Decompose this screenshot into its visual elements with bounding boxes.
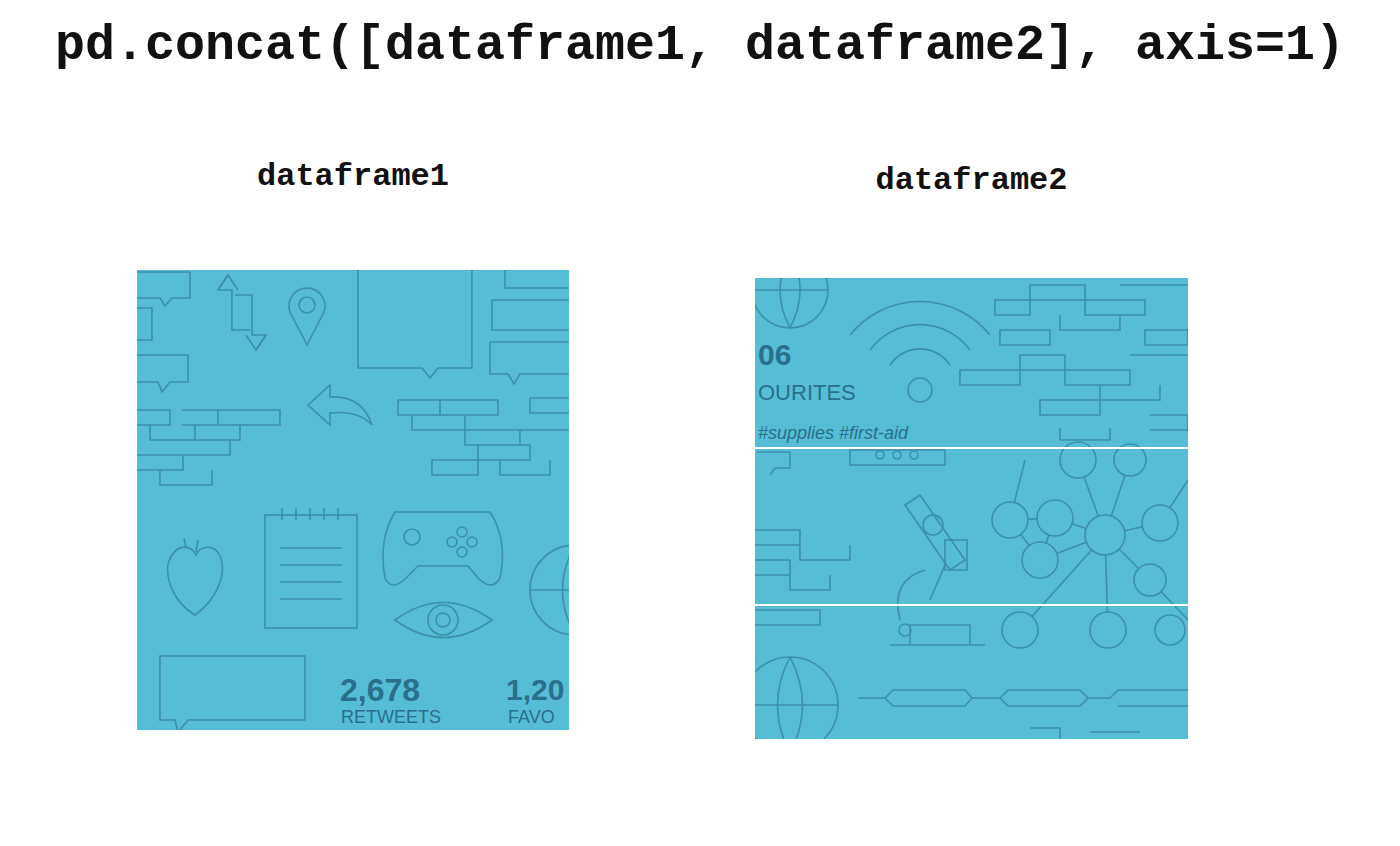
pattern-square-shape bbox=[235, 295, 266, 350]
pattern-square-shape bbox=[218, 275, 238, 290]
pattern-square-shape bbox=[923, 515, 943, 535]
pattern-square-shape bbox=[505, 270, 569, 288]
pattern-square-shape bbox=[1155, 615, 1185, 645]
illustration-text: RETWEETS bbox=[341, 707, 441, 728]
pattern-square-shape bbox=[1030, 728, 1140, 739]
dataframe-label: dataframe1 bbox=[137, 158, 569, 196]
pattern-square-shape bbox=[755, 604, 1188, 606]
code-title: pd.concat([dataframe1, dataframe2], axis… bbox=[0, 16, 1400, 76]
pattern-square-shape bbox=[1037, 500, 1073, 536]
pattern-square-shape bbox=[755, 657, 838, 739]
pattern-square-shape bbox=[282, 508, 338, 520]
pattern-square-shape bbox=[457, 527, 467, 537]
illustration-text: FAVO bbox=[508, 707, 555, 728]
pattern-square-shape bbox=[755, 278, 1188, 739]
pattern-square-shape bbox=[1085, 515, 1125, 555]
pattern-square-shape bbox=[436, 613, 450, 627]
pattern-square-shape bbox=[289, 288, 325, 345]
pattern-square-shape bbox=[755, 657, 838, 739]
pattern-square-shape bbox=[398, 398, 569, 475]
pattern-square-shape bbox=[992, 502, 1028, 538]
pattern-square-shape bbox=[137, 410, 280, 485]
pattern-square-shape bbox=[858, 690, 1188, 706]
pattern-square-shape bbox=[1090, 612, 1126, 648]
illustration-text: 06 bbox=[758, 338, 791, 373]
pattern-square-shape bbox=[890, 349, 950, 365]
pattern-square-shape bbox=[850, 302, 990, 335]
pattern-square-shape bbox=[1022, 542, 1058, 578]
pattern-square-shape bbox=[184, 538, 198, 552]
pattern-square-shape bbox=[137, 272, 190, 306]
pattern-square-shape bbox=[870, 325, 970, 350]
pattern-square-shape bbox=[910, 451, 918, 459]
pattern-square-shape bbox=[755, 278, 828, 328]
pattern-square-shape bbox=[757, 452, 790, 475]
pattern-square-shape bbox=[168, 547, 223, 615]
illustration-text: 1,20 bbox=[506, 673, 564, 708]
pattern-square-shape bbox=[358, 270, 472, 378]
pattern-square-shape bbox=[137, 308, 152, 340]
pattern-square-shape bbox=[755, 447, 1188, 449]
pattern-square-shape bbox=[160, 656, 305, 730]
pattern-square-shape bbox=[137, 355, 188, 392]
pattern-square-shape bbox=[404, 529, 420, 545]
pattern-square-shape bbox=[905, 495, 965, 570]
pattern-square-shape bbox=[1134, 564, 1166, 596]
pattern-square bbox=[755, 278, 1188, 739]
pattern-square-shape bbox=[850, 450, 945, 465]
pattern-square-shape bbox=[893, 451, 901, 459]
illustration-text: 2,678 bbox=[340, 672, 420, 709]
pattern-square-shape bbox=[137, 270, 569, 730]
pattern-square-shape bbox=[280, 548, 342, 599]
pattern-square-shape bbox=[1142, 505, 1178, 541]
pattern-square-shape bbox=[265, 515, 357, 628]
illustration-text: OURITES bbox=[758, 380, 856, 405]
pattern-square-shape bbox=[218, 275, 250, 330]
pattern-square-shape bbox=[945, 540, 967, 570]
dataframe-block: dataframe1 bbox=[137, 158, 569, 730]
pattern-square-shape bbox=[299, 297, 315, 313]
pattern-square-shape bbox=[447, 537, 457, 547]
pattern-square-shape bbox=[755, 530, 850, 625]
pattern-square-shape bbox=[395, 603, 492, 638]
pattern-square-shape bbox=[492, 300, 569, 330]
pattern-square-shape bbox=[428, 605, 458, 635]
pattern-square-shape bbox=[308, 385, 372, 425]
pattern-square-shape bbox=[899, 624, 911, 636]
pattern-square-shape bbox=[457, 547, 467, 557]
pattern-square-shape bbox=[246, 335, 266, 350]
pattern-square bbox=[137, 270, 569, 730]
pattern-square-shape bbox=[530, 545, 569, 635]
pattern-square-shape bbox=[467, 537, 477, 547]
pattern-square-shape bbox=[530, 545, 569, 635]
pattern-square-shape bbox=[1002, 612, 1038, 648]
pattern-square-shape bbox=[960, 285, 1188, 440]
pattern-square-shape bbox=[876, 451, 884, 459]
pattern-square-shape bbox=[383, 512, 503, 585]
dataframe-label: dataframe2 bbox=[755, 162, 1188, 200]
illustration-text: #supplies #first-aid bbox=[758, 423, 908, 444]
pattern-square-shape bbox=[755, 278, 828, 328]
dataframe-block: dataframe2 bbox=[755, 162, 1188, 739]
pattern-square-shape bbox=[490, 342, 569, 384]
pattern-square-shape bbox=[908, 378, 932, 402]
